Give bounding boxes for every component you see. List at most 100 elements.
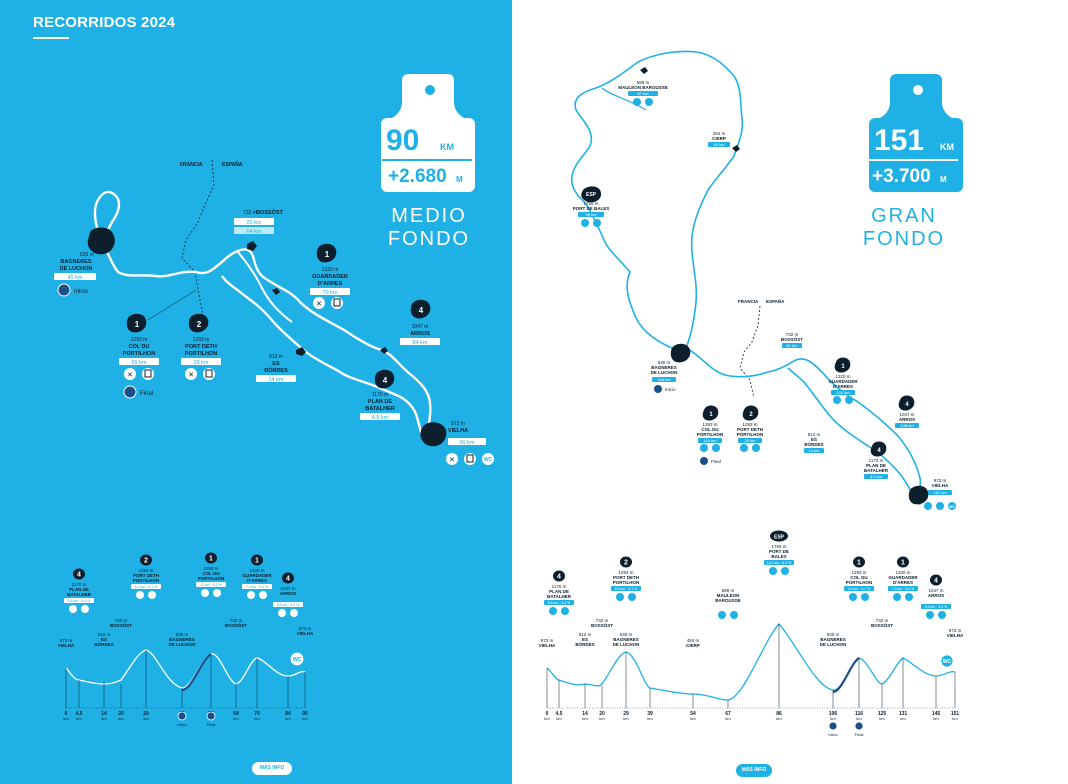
profile-tick-unit: km bbox=[63, 716, 69, 721]
port-deth-food-icon bbox=[185, 368, 197, 380]
profile-tick-unit: km bbox=[76, 716, 82, 721]
start-stopwatch-icon bbox=[57, 283, 71, 297]
climb-trash-icon bbox=[290, 609, 298, 617]
es-bordes-altitude: 812 m bbox=[808, 432, 821, 437]
climb-badge-number: 4 bbox=[77, 572, 81, 579]
bagneres-name1: BAGNERES bbox=[60, 259, 92, 265]
start-stopwatch-icon bbox=[177, 711, 187, 721]
profile-tick-unit: km bbox=[544, 716, 550, 721]
climb-name2: BATALHER bbox=[547, 594, 572, 599]
guardader-km-pill bbox=[831, 390, 855, 395]
page-title: RECORRIDOS 2024 bbox=[33, 14, 176, 31]
mauleon-marker bbox=[640, 67, 648, 74]
guardader-name2: D'ARRES bbox=[833, 384, 853, 389]
profile-point-name2: BÒRDES bbox=[575, 640, 594, 647]
route-name-line2: FONDO bbox=[388, 228, 470, 250]
route-map-branch bbox=[237, 251, 293, 323]
bossost-km: 81 km bbox=[787, 343, 799, 348]
port-deth-trash-icon bbox=[752, 444, 760, 452]
profile-tick-value: 131 bbox=[899, 711, 908, 717]
climb-name: GUARDADER bbox=[242, 573, 272, 578]
profile-point-name: ES bbox=[582, 637, 588, 642]
arros-km-pill bbox=[895, 423, 919, 428]
bagneres-km-pill bbox=[652, 377, 676, 382]
plan-name2: BATALHER bbox=[365, 406, 394, 412]
tag-hole-icon bbox=[913, 85, 923, 95]
col-du-name1: COL DU bbox=[701, 427, 718, 432]
climb-stats-pill bbox=[131, 584, 161, 589]
start-label: Inicio bbox=[74, 289, 89, 295]
port-deth-name2: PORTILHON bbox=[185, 351, 217, 357]
start-label: Inicio bbox=[828, 732, 838, 737]
vielha-altitude: 973 m bbox=[451, 421, 465, 427]
port-deth-name1: PORT DETH bbox=[185, 344, 217, 350]
arros-km: 145 km bbox=[900, 423, 914, 428]
profile-tick-value: 4.5 bbox=[556, 711, 563, 717]
climb-altitude: 1293 m bbox=[618, 570, 633, 575]
border-line bbox=[181, 159, 215, 326]
climb-badge-number: 2 bbox=[144, 558, 148, 565]
profile-point-altitude: 812 m bbox=[579, 632, 592, 637]
climb-badge bbox=[853, 556, 865, 568]
vielha-marker bbox=[420, 422, 447, 447]
more-info-button[interactable]: MÁS INFO bbox=[736, 764, 772, 777]
profile-tick-unit: km bbox=[900, 716, 906, 721]
vielha-food-icon bbox=[924, 502, 932, 510]
profile-tick-value: 70 bbox=[254, 711, 260, 717]
vielha-wc-icon bbox=[948, 502, 956, 510]
climb-stats-pill bbox=[196, 582, 226, 587]
bossost-km2: 64 km bbox=[247, 229, 262, 235]
col-du-km: 55 km bbox=[132, 360, 147, 366]
profile-point-name: BOSSÒST bbox=[591, 621, 613, 628]
profile-tick-value: 14 bbox=[582, 711, 588, 717]
climb-food-icon bbox=[247, 591, 255, 599]
col-du-km-pill bbox=[698, 438, 722, 443]
bagneres-name2: DE LUCHON bbox=[651, 370, 678, 375]
climb-altitude: 1293 m bbox=[203, 566, 218, 571]
profile-line bbox=[546, 623, 956, 701]
profile-tick-value: 20 bbox=[118, 711, 124, 717]
port-deth-km-pill bbox=[738, 438, 762, 443]
bagneres-name1: BAGNERES bbox=[651, 365, 677, 370]
climb-stats: 8.4 km · 6.1 % bbox=[615, 587, 638, 591]
more-info-button[interactable]: MÁS INFO bbox=[252, 762, 292, 775]
port-deth-altitude: 1293 m bbox=[742, 422, 757, 427]
guardader-km: 70 km bbox=[323, 290, 338, 296]
gran-fondo-panel: 151 KM +3.700 M GRAN FONDO FRANCIA ESPAÑ… bbox=[512, 0, 1068, 784]
vielha-trash-icon bbox=[936, 502, 944, 510]
climb-badge bbox=[73, 568, 85, 580]
es-bordes-marker bbox=[296, 347, 306, 356]
climb-altitude: 589 m bbox=[722, 588, 735, 593]
profile-tick-value: 84 bbox=[285, 711, 291, 717]
arros-name: ARROS bbox=[410, 331, 430, 337]
port-deth-food-icon bbox=[740, 444, 748, 452]
port-bales-badge bbox=[581, 186, 602, 203]
vielha-wc-text: WC bbox=[949, 505, 955, 509]
profile-tick-value: 29 bbox=[143, 711, 149, 717]
climb-trash-icon bbox=[905, 593, 913, 601]
col-du-number: 1 bbox=[709, 412, 713, 418]
profile-point-name: ES bbox=[101, 637, 107, 642]
es-bordes-name2: BÒRDES bbox=[804, 440, 823, 447]
bagneres-km-pill bbox=[54, 273, 96, 280]
climb-stats-pill bbox=[242, 584, 272, 589]
guardader-name1: GUARDADER bbox=[828, 379, 858, 384]
port-deth-name1: PORT DETH bbox=[737, 427, 763, 432]
route-map-branch bbox=[601, 87, 647, 111]
climb-stats: 7.3 km · 6.4 % bbox=[246, 585, 269, 589]
col-du-badge bbox=[702, 405, 719, 421]
profile-wc-text: WC bbox=[293, 657, 302, 663]
port-bales-food-icon bbox=[581, 219, 589, 227]
arros-km: 84 km bbox=[413, 340, 428, 346]
climb-name2: D'ARRES bbox=[247, 578, 267, 583]
guardader-badge bbox=[316, 243, 337, 263]
profile-tick-unit: km bbox=[647, 716, 653, 721]
plan-altitude: 1170 m bbox=[372, 392, 388, 398]
profile-point-name: BOSSÒST bbox=[871, 621, 893, 628]
profile-tick-value: 29 bbox=[623, 711, 629, 717]
vielha-km-pill bbox=[448, 438, 486, 445]
arros-altitude: 1047 m bbox=[899, 412, 914, 417]
port-deth-km: 29 km bbox=[745, 438, 757, 443]
es-bordes-km-pill bbox=[256, 375, 296, 382]
guardader-km: 131 km bbox=[836, 390, 850, 395]
